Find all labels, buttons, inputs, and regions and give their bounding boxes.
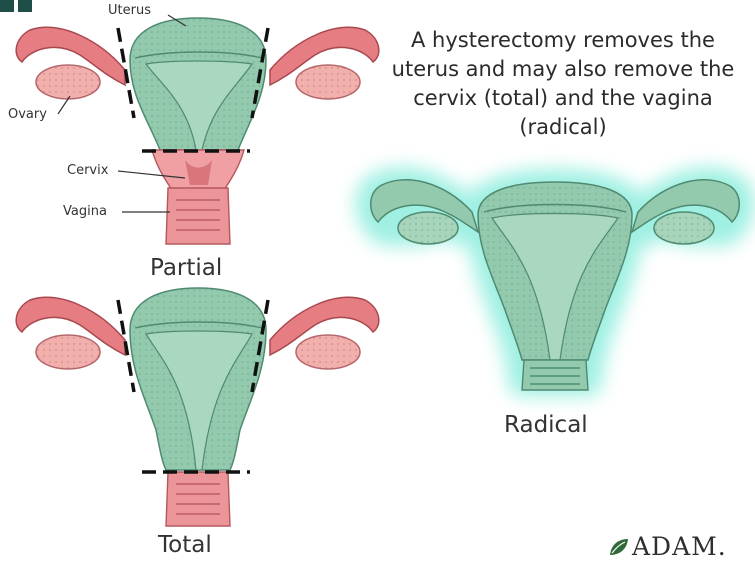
- vagina-label: Vagina: [63, 204, 107, 219]
- headline-text: A hysterectomy removes the uterus and ma…: [388, 26, 738, 142]
- ovary-label: Ovary: [8, 107, 47, 122]
- logo-text: ADAM.: [632, 532, 727, 561]
- total-caption: Total: [158, 532, 212, 558]
- leaf-icon: [608, 537, 630, 557]
- adam-logo: ADAM.: [608, 532, 727, 561]
- radical-uterus-illustration: [371, 180, 740, 390]
- uterus-label: Uterus: [108, 3, 151, 18]
- total-uterus-illustration: [16, 288, 379, 526]
- cervix-label: Cervix: [67, 163, 108, 178]
- partial-caption: Partial: [150, 255, 222, 281]
- radical-caption: Radical: [504, 412, 588, 438]
